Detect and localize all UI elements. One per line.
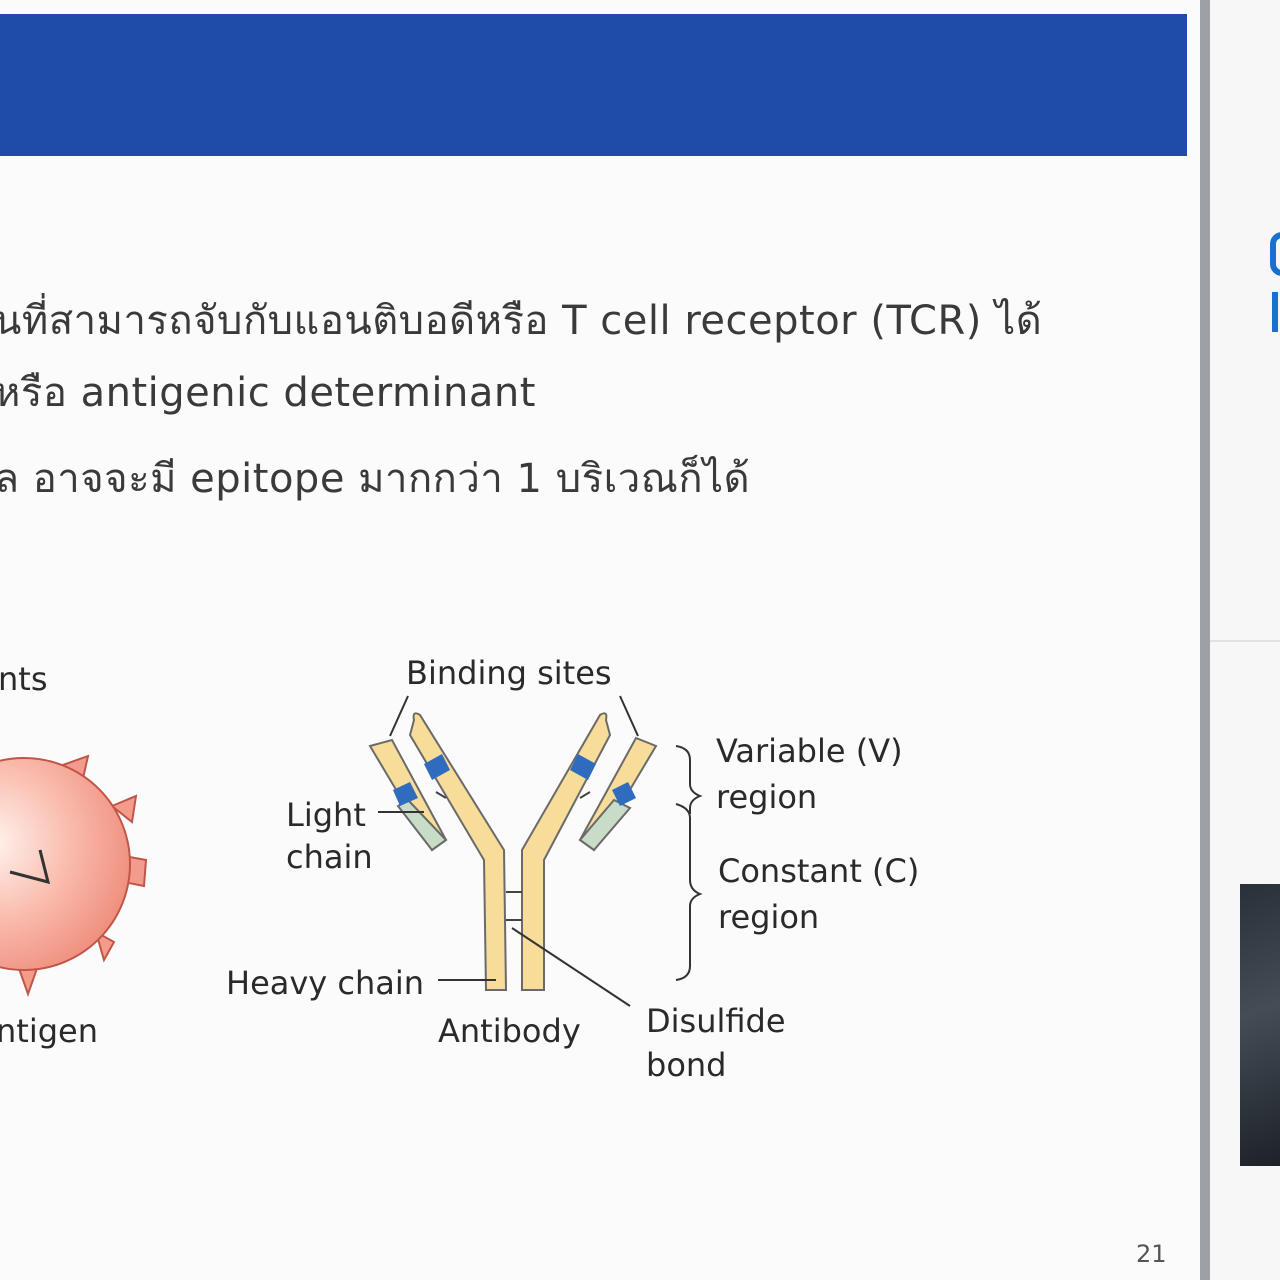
light-chain-label-line1: Light [286, 796, 366, 834]
panel-divider[interactable] [1200, 0, 1210, 1280]
binding-sites-label: Binding sites [406, 654, 612, 692]
bullet-text-3: ุล อาจจะมี epitope มากกว่า 1 บริเวณก็ได้ [0, 456, 751, 502]
constant-region-label-line2: region [718, 898, 819, 936]
bullet-text-1: นที่สามารถจับกับแอนติบอดีหรือ T cell rec… [0, 298, 1043, 344]
antigen-label-partial: ntigen [0, 1012, 98, 1050]
constant-region-label-line1: Constant (C) [718, 852, 919, 890]
heavy-chain-label: Heavy chain [226, 964, 424, 1002]
slide: นที่สามารถจับกับแอนติบอดีหรือ T cell rec… [0, 0, 1200, 1280]
antigen-label-partial-top: nts [0, 660, 48, 698]
video-thumbnail[interactable] [1240, 884, 1280, 1166]
bullet-text-2: หรือ antigenic determinant [0, 370, 536, 416]
antibody-illustration [368, 695, 703, 1007]
panel-separator [1210, 640, 1280, 642]
antigen-illustration [0, 754, 148, 998]
antibody-antigen-figure: nts ntigen [0, 654, 919, 1084]
disulfide-bond-label-line1: Disulfide [646, 1002, 786, 1040]
variable-region-label-line2: region [716, 778, 817, 816]
slide-header-bar [0, 14, 1187, 156]
variable-region-label-line1: Variable (V) [716, 732, 903, 770]
panel-logo-icon [1270, 232, 1280, 276]
disulfide-bond-label-line2: bond [646, 1046, 726, 1084]
right-side-panel [1210, 0, 1280, 1280]
slide-page-number: 21 [1136, 1240, 1167, 1268]
panel-logo-bar-icon [1272, 292, 1278, 332]
antibody-label: Antibody [438, 1012, 581, 1050]
light-chain-label-line2: chain [286, 838, 373, 876]
